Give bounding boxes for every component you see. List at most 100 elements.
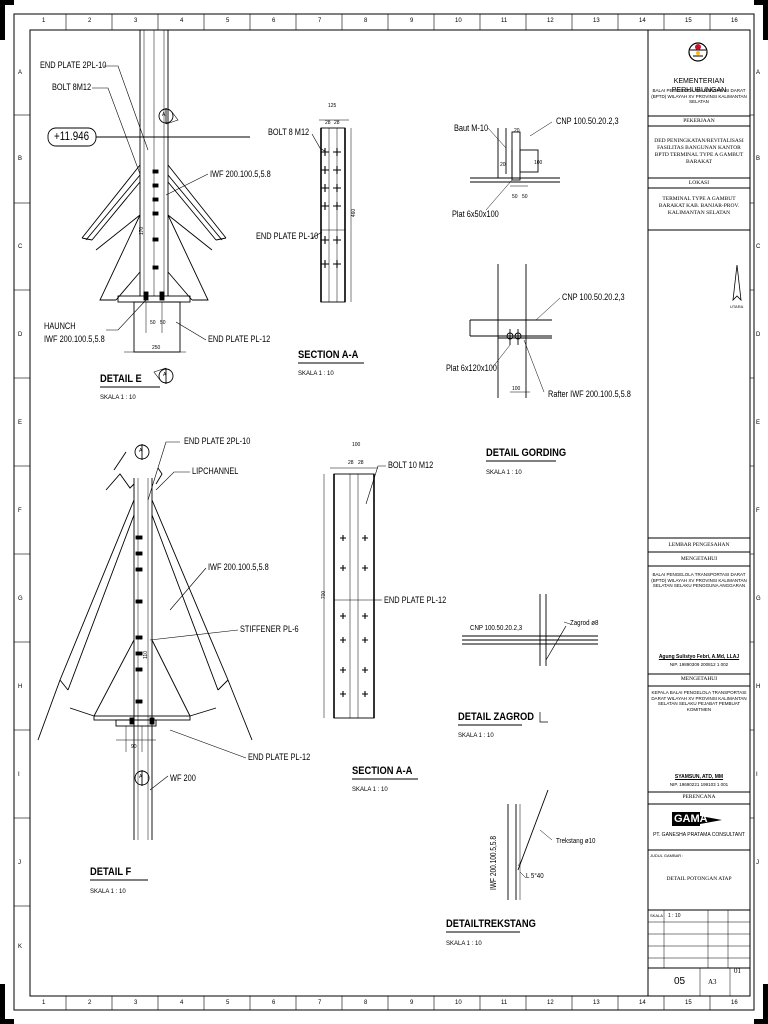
detail-f-dim-b: 110 [142,651,149,659]
corner-mark-bl [0,1019,14,1024]
corner-mark-tr [754,0,768,5]
trekstang-iwf-label: IWF 200.100.5,5.8 [489,836,498,890]
gording-plat-label-2: Plat 6x120x100 [446,363,497,373]
detail-e-section-marker-top: A [162,112,166,118]
grid-col-13-bottom: 13 [593,1000,600,1006]
gording-cnp-label-2: CNP 100.50.20.2,3 [562,292,625,302]
tb-ministry: KEMENTERIAN PERHUBUNGAN [671,78,727,94]
grid-row-a-right: A [756,70,761,76]
section-aa2-dim-w: 100 [352,442,361,448]
grid-col-1: 1 [42,18,46,24]
grid-row-f-right: F [756,508,760,514]
tb-lokasi-label: LOKASI [688,180,710,186]
tb-lokasi: TERMINAL TYPE A GAMBUT BARAKAT KAB. BANJ… [658,196,740,216]
corner-mark-tl-v [0,0,5,40]
trekstang-label: Trekstang ø10 [556,836,596,845]
section-aa2-title: SECTION A-A [352,765,413,777]
detail-e-end-plate-pl12-label: END PLATE PL-12 [208,334,271,344]
grid-row-j: J [18,860,21,866]
detail-e-title-underline [100,386,160,388]
tb-sheet-no: 05 [674,976,686,987]
grid-col-10-bottom: 10 [455,1000,462,1006]
gording-dim-c: 100 [534,160,543,166]
grid-row-d-right: D [756,332,761,338]
trekstang-title: DETAILTREKSTANG [446,918,536,930]
section-aa1-dim-w: 125 [328,103,337,109]
grid-col-13: 13 [593,18,600,24]
tb-nip-1: NIP. 19890309 200812 1 002 [669,662,729,667]
grid-col-8-bottom: 8 [364,1000,368,1006]
grid-row-c-right: C [756,244,761,250]
grid-row-k: K [18,944,23,950]
detail-e-haunch-profile-label: IWF 200.100.5,5.8 [44,334,105,344]
detail-f-end-plate-pl12-label: END PLATE PL-12 [248,752,311,762]
detail-f-stiffener-label: STIFFENER PL-6 [240,624,299,634]
grid-col-7-bottom: 7 [318,1000,322,1006]
section-aa1-dim-b: 28 [334,120,340,126]
detail-e-haunch-label: HAUNCH [44,321,76,331]
grid-col-16-bottom: 16 [731,1000,738,1006]
tb-pekerjaan: DED PENINGKATAN/REVITALISASI FASILITAS B… [654,138,744,165]
detail-e-dim-d2: 50 [160,320,166,326]
grid-row-g: G [18,596,23,602]
corner-mark-tr-v [763,0,768,40]
trekstang-angle-label: L 5°40 [526,871,544,880]
tb-pekerjaan-label: PEKERJAAN [683,118,715,124]
gording-rafter-label: Rafter IWF 200.100.5,5.8 [548,389,631,399]
grid-row-j-right: J [756,860,759,866]
tb-north-label: UTARA [730,304,744,309]
detail-e-iwf-label: IWF 200.100.5,5.8 [210,169,271,179]
zagrod-title: DETAIL ZAGROD [458,711,535,723]
gording-title-underline [486,460,556,462]
tb-paper: A3 [708,978,717,986]
grid-col-5-bottom: 5 [226,1000,230,1006]
section-aa2-bolt-label: BOLT 10 M12 [388,460,434,470]
detail-f-section-marker-bottom: A [139,774,143,780]
detail-f-title-underline [90,879,148,881]
zagrod-cnp-label: CNP 100.50.20.2,3 [470,623,523,632]
grid-col-12: 12 [547,18,554,24]
tb-org-1: BALAI PENGELOLA TRANSPORTASI DARAT (BPTD… [651,572,747,589]
detail-e-end-plate-label: END PLATE 2PL-10 [40,60,107,70]
section-aa1-dim-a: 28 [325,120,331,126]
section-aa1-scale: SKALA 1 : 10 [298,371,334,377]
detail-f-scale: SKALA 1 : 10 [90,889,126,895]
section-aa1-bolt-label: BOLT 8 M12 [268,127,310,137]
tb-drawing-title: DETAIL POTONGAN ATAP [666,876,732,882]
grid-col-1-bottom: 1 [42,1000,46,1006]
grid-col-9: 9 [410,18,414,24]
grid-col-6-bottom: 6 [272,1000,276,1006]
tb-total: 01 [734,967,741,975]
zagrod-title-underline [458,724,522,726]
tb-scale-label: SKALA [650,913,663,918]
grid-col-11: 11 [501,18,508,24]
grid-col-14: 14 [639,18,646,24]
grid-col-9-bottom: 9 [410,1000,414,1006]
detail-e-bolt-label: BOLT 8M12 [52,82,92,92]
grid-col-16: 16 [731,18,738,24]
grid-col-2-bottom: 2 [88,1000,92,1006]
section-aa1-dim-h: 460 [351,208,358,218]
tb-lembar: LEMBAR PENGESAHAN [668,542,730,548]
section-aa2-dim-a: 28 [348,460,354,466]
grid-row-i: I [18,772,20,778]
detail-e-dim-d4: 170 [139,226,146,236]
detail-f-dim-a: 90 [131,744,137,750]
grid-col-3-bottom: 3 [134,1000,138,1006]
trekstang-title-underline [446,931,520,933]
tb-firm: PT. GANESHA PRATAMA CONSULTANT [653,832,745,838]
grid-col-8: 8 [364,18,368,24]
detail-e-dim-d1: 50 [150,320,156,326]
detail-f-title: DETAIL F [90,866,132,878]
detail-f-end-plate-label: END PLATE 2PL-10 [184,436,251,446]
grid-row-g-right: G [756,596,761,602]
tb-ministry-sub: BALAI PENGELOLA TRANSPORTASI DARAT (BPTD… [651,88,747,105]
section-aa2-title-underline [352,778,418,780]
grid-row-d: D [18,332,23,338]
gording-dim-d: 50 [512,194,518,200]
gording-cnp-label-1: CNP 100.50.20.2,3 [556,116,619,126]
grid-row-f: F [18,508,22,514]
grid-col-3: 3 [134,18,138,24]
gording-plat-label-1: Plat 6x50x100 [452,209,499,219]
